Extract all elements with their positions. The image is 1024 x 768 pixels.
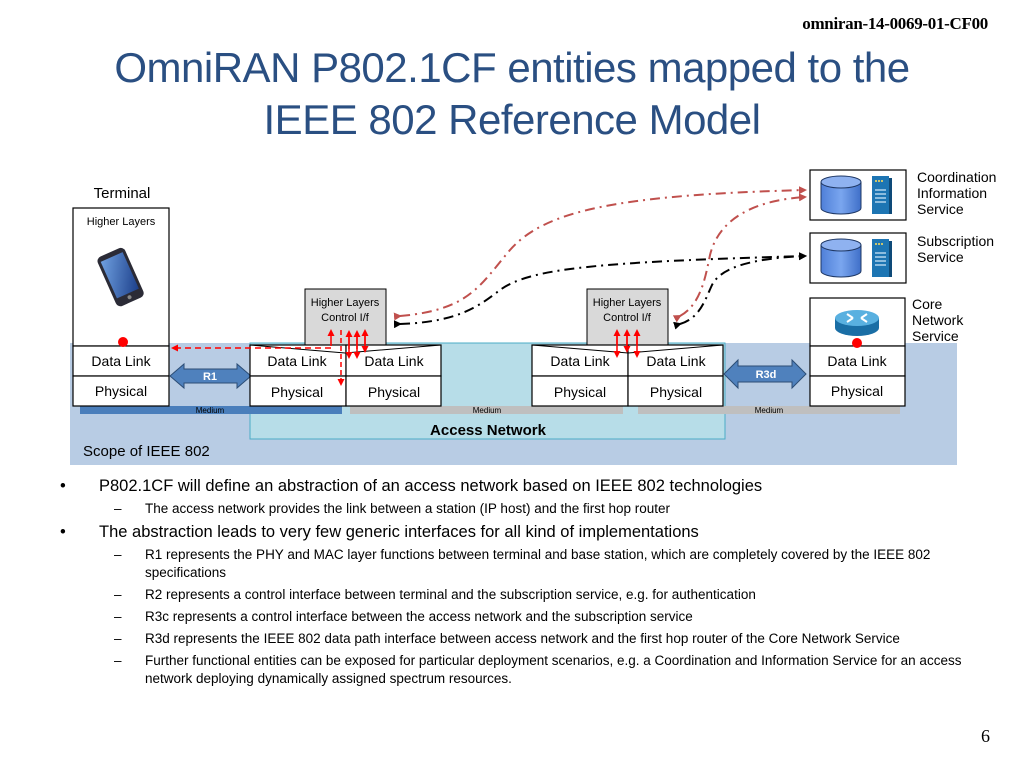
bs2-control-line2: Control I/f: [603, 312, 652, 324]
medium-label-3: Medium: [755, 406, 784, 415]
database-icon: [820, 175, 862, 215]
subs-label-line2: Service: [917, 249, 964, 265]
cis-label-line2: Information: [917, 185, 987, 201]
cis-label-line3: Service: [917, 201, 964, 217]
router-icon: [835, 310, 879, 336]
sub-bullet-item: –R2 represents a control interface betwe…: [114, 587, 756, 602]
page-number: 6: [981, 726, 990, 746]
bs1-data-link-right: Data Link: [364, 353, 424, 369]
bs1-control-arrows: [327, 329, 369, 359]
cis-label-line1: Coordination: [917, 169, 996, 185]
bs1-control-line1: Higher Layers: [311, 297, 380, 309]
terminal-higher-layers: Higher Layers: [87, 216, 156, 228]
slide-title: OmniRAN P802.1CF entities mapped to the …: [0, 42, 1024, 146]
medium-bar-2: [350, 406, 623, 414]
coordination-information-service: Coordination Information Service: [809, 169, 996, 221]
slide-title-line1: OmniRAN P802.1CF entities mapped to the: [114, 44, 910, 91]
server-icon: [872, 176, 892, 214]
core-reference-point: [852, 338, 862, 348]
r3d-label: R3d: [756, 369, 777, 381]
bs1-control-line2: Control I/f: [321, 312, 370, 324]
bullet-list: •P802.1CF will define an abstraction of …: [56, 476, 976, 692]
bs1-physical-right: Physical: [368, 384, 420, 400]
sub-bullet-item: –Further functional entities can be expo…: [114, 653, 962, 686]
document-id: omniran-14-0069-01-CF00: [802, 14, 988, 33]
base-station-1: Higher Layers Control I/f Data Link Data…: [249, 288, 442, 407]
core-network-service: Data Link Physical Core Network Service: [809, 296, 964, 407]
core-label-line3: Service: [912, 328, 959, 344]
r1-label: R1: [203, 371, 217, 383]
slide-title-line2: IEEE 802 Reference Model: [263, 96, 761, 143]
bullet-item: •The abstraction leads to very few gener…: [60, 523, 699, 541]
core-label-line1: Core: [912, 296, 943, 312]
sub-bullet-item: –R3d represents the IEEE 802 data path i…: [114, 631, 900, 646]
terminal-reference-point: [118, 337, 128, 347]
bs2-data-link-left: Data Link: [550, 353, 610, 369]
bs2-physical-right: Physical: [650, 384, 702, 400]
terminal-data-link: Data Link: [91, 353, 151, 369]
medium-label-2: Medium: [473, 406, 502, 415]
core-data-link: Data Link: [827, 353, 887, 369]
bs1-physical-left: Physical: [271, 384, 323, 400]
medium-bar-3: [638, 406, 900, 414]
medium-label-1: Medium: [196, 406, 225, 415]
server-icon: [872, 239, 892, 277]
reference-model-diagram: Scope of IEEE 802 Access Network Medium …: [70, 169, 996, 465]
bs2-control-line1: Higher Layers: [593, 297, 662, 309]
terminal-physical: Physical: [95, 383, 147, 399]
bs2-physical-left: Physical: [554, 384, 606, 400]
core-label-line2: Network: [912, 312, 964, 328]
r3d-interface-arrow[interactable]: R3d: [723, 358, 807, 390]
database-icon: [820, 238, 862, 278]
bs2-data-link-right: Data Link: [646, 353, 706, 369]
subscription-service: Subscription Service: [809, 232, 994, 284]
medium-bar-1: [80, 406, 342, 414]
bullet-item: •P802.1CF will define an abstraction of …: [60, 477, 763, 495]
smartphone-icon: [97, 247, 144, 307]
terminal-label: Terminal: [94, 185, 151, 202]
sub-bullet-item: –The access network provides the link be…: [114, 501, 671, 516]
bs2-control-arrows: [613, 329, 641, 358]
sub-bullet-item: –R1 represents the PHY and MAC layer fun…: [114, 547, 931, 580]
subs-label-line1: Subscription: [917, 233, 994, 249]
bs1-data-link-left: Data Link: [267, 353, 327, 369]
bs2-to-subscription-connection: [673, 252, 807, 330]
access-network-label: Access Network: [430, 422, 547, 439]
core-physical: Physical: [831, 383, 883, 399]
sub-bullet-item: –R3c represents a control interface betw…: [114, 609, 693, 624]
scope-label: Scope of IEEE 802: [83, 443, 210, 460]
terminal-stack: Higher Layers Data Link Physical: [72, 207, 170, 407]
